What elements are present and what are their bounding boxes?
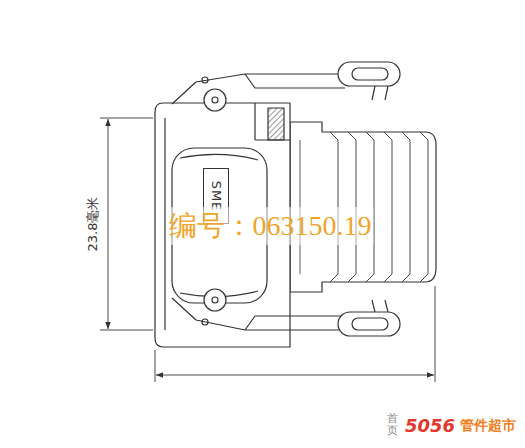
home-link: 首页 <box>387 413 398 437</box>
site-name: 管件超市 <box>458 417 518 435</box>
watermark: 编号：063150.19 <box>167 207 374 245</box>
dimension-label: 23.8毫米 <box>84 195 102 254</box>
site-logo: 5056 <box>403 415 457 436</box>
